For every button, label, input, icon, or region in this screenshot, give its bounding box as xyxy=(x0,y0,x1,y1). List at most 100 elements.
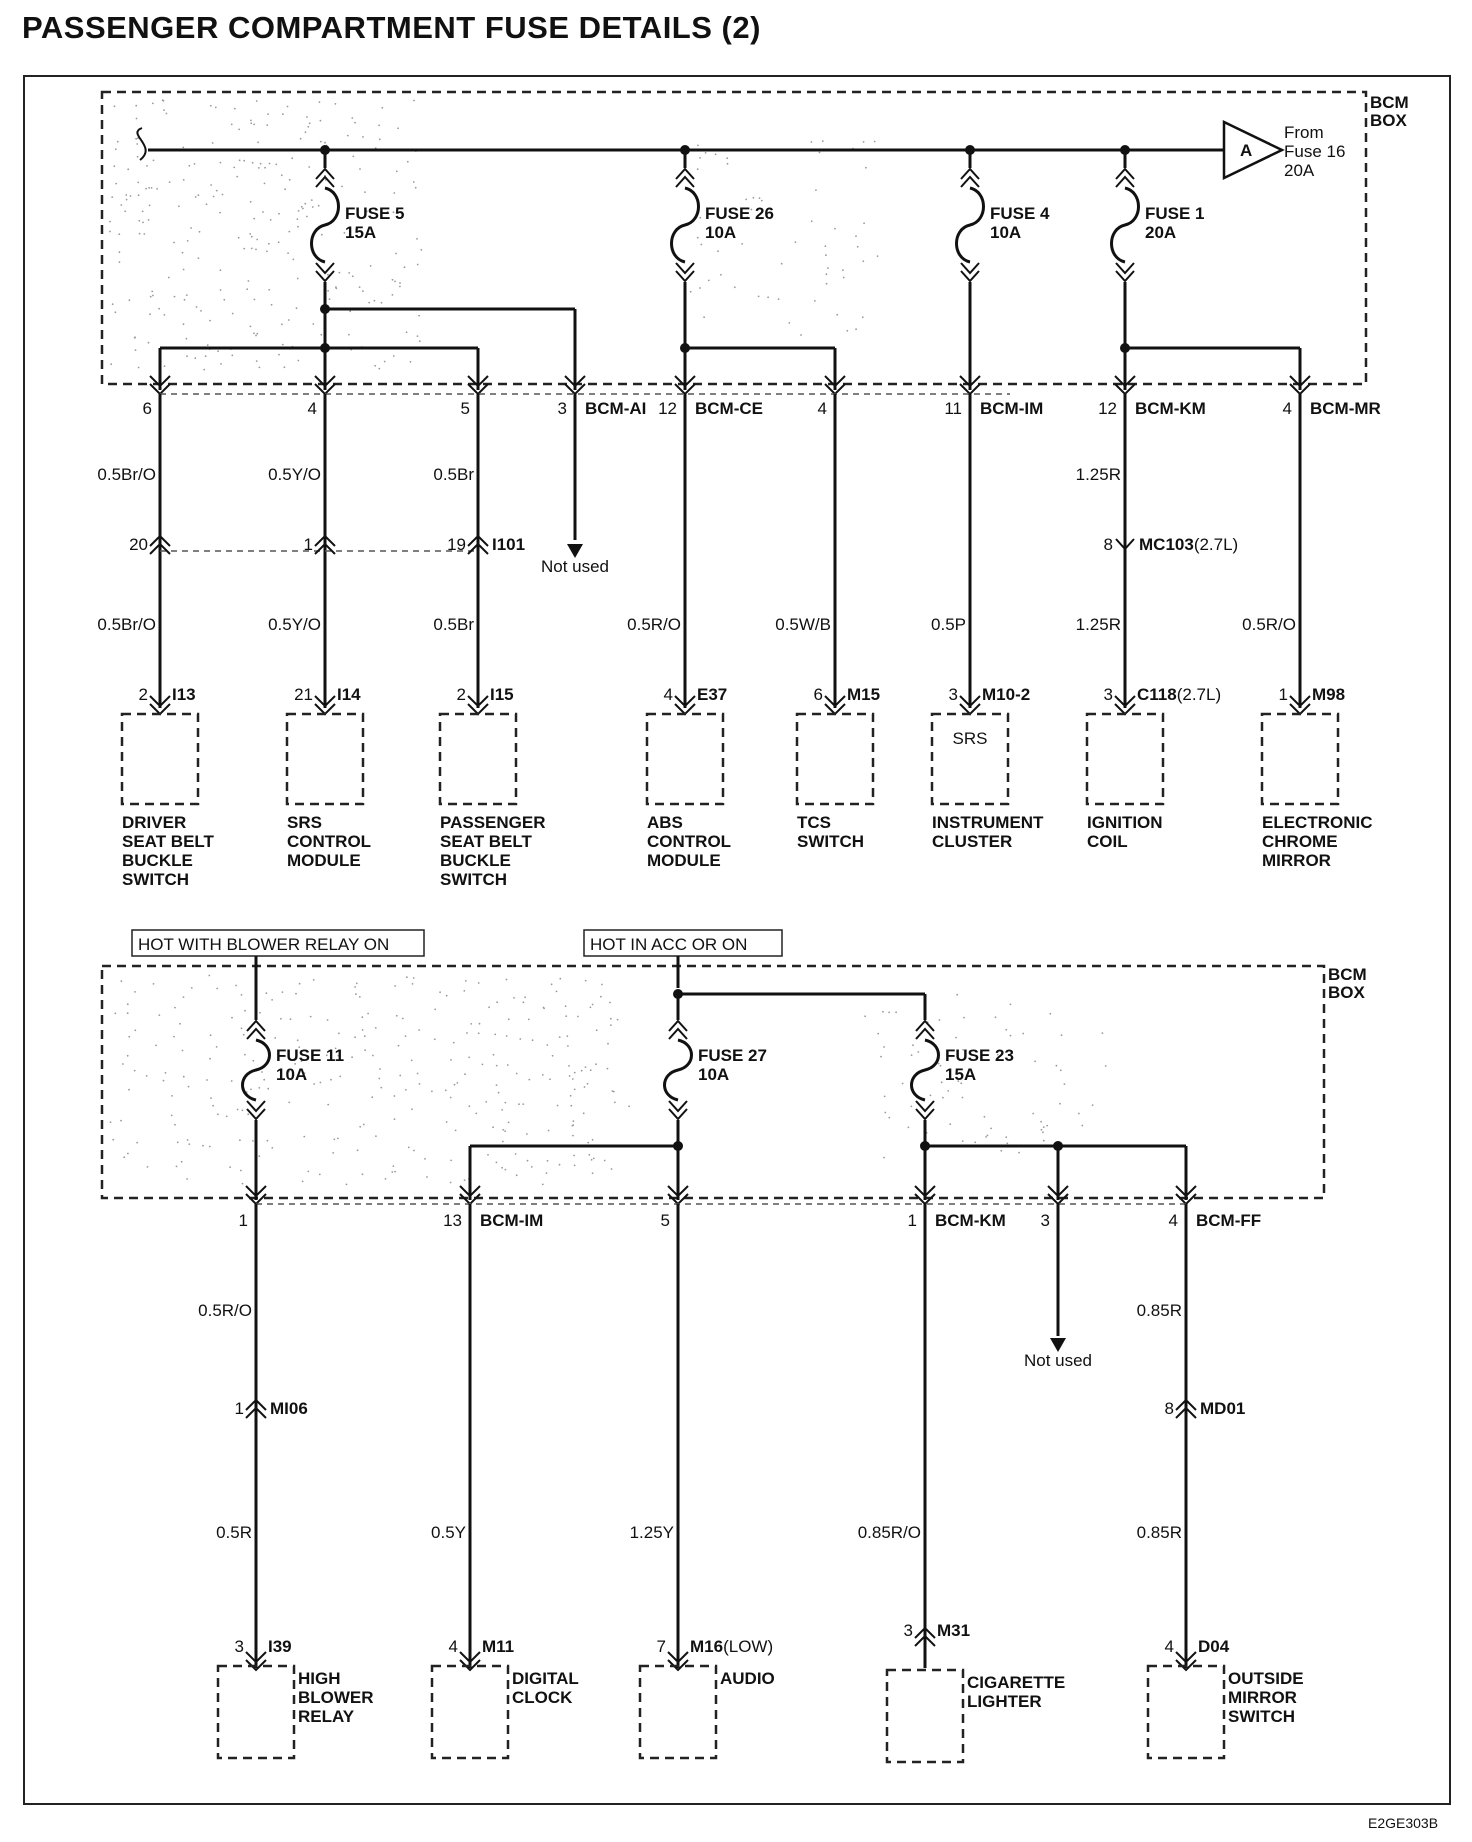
halftone-dot xyxy=(378,138,381,141)
wire-color-label: 1.25R xyxy=(1076,465,1121,484)
halftone-dot xyxy=(239,1139,241,1142)
component-name: BUCKLE xyxy=(122,851,193,870)
connector-chevron-icon xyxy=(668,1108,688,1121)
halftone-dot xyxy=(188,1143,191,1145)
halftone-dot xyxy=(148,204,151,207)
halftone-dot xyxy=(301,1180,304,1183)
halftone-dot xyxy=(240,1169,242,1172)
halftone-dot xyxy=(204,355,207,358)
halftone-dot xyxy=(115,182,118,185)
component-outline xyxy=(438,712,518,806)
halftone-dot xyxy=(219,211,222,214)
component-name: MODULE xyxy=(287,851,361,870)
halftone-dot xyxy=(800,334,802,336)
halftone-dot xyxy=(210,1097,212,1099)
halftone-dot xyxy=(373,299,376,302)
halftone-dot xyxy=(208,1145,211,1148)
halftone-dot xyxy=(399,285,401,288)
halftone-dot xyxy=(303,1135,306,1138)
halftone-dot xyxy=(464,1073,466,1076)
halftone-dot xyxy=(481,1063,484,1066)
pin-number: 4 xyxy=(308,399,317,418)
halftone-dot xyxy=(129,195,132,197)
component-connector-name: M11 xyxy=(482,1637,514,1656)
halftone-dot xyxy=(567,1045,569,1047)
halftone-dot xyxy=(611,1090,614,1092)
halftone-dot xyxy=(215,189,218,192)
inline-connector-icon xyxy=(314,534,336,555)
halftone-dot xyxy=(577,1015,579,1018)
halftone-dot xyxy=(134,349,137,351)
halftone-dot xyxy=(221,193,224,196)
halftone-dot xyxy=(565,1015,568,1018)
halftone-dot xyxy=(720,273,722,276)
halftone-dot xyxy=(942,1096,944,1099)
fuse-rating: 10A xyxy=(276,1065,307,1084)
inline-connector-name: MD01 xyxy=(1200,1399,1245,1418)
halftone-dot xyxy=(1055,1064,1058,1067)
halftone-dot xyxy=(313,1083,315,1085)
halftone-dot xyxy=(741,243,743,245)
halftone-dot xyxy=(861,316,864,319)
wire-color-label: 0.5Br xyxy=(433,465,474,484)
halftone-dot xyxy=(777,298,780,300)
halftone-dot xyxy=(564,1005,567,1008)
halftone-dot xyxy=(689,290,692,293)
halftone-dot xyxy=(587,1141,590,1144)
halftone-dot xyxy=(300,1060,303,1062)
halftone-dot xyxy=(407,1146,410,1149)
halftone-dot xyxy=(550,983,553,986)
halftone-dot xyxy=(364,191,366,194)
halftone-dot xyxy=(268,162,271,165)
halftone-dot xyxy=(397,127,399,130)
halftone-dot xyxy=(395,252,397,255)
wire-color-label: 0.5Br xyxy=(433,615,474,634)
halftone-dot xyxy=(381,106,384,109)
halftone-dot xyxy=(603,1159,606,1162)
halftone-dot xyxy=(405,331,408,334)
halftone-dot xyxy=(1034,1060,1036,1063)
halftone-dot xyxy=(836,313,839,316)
wire-color-label: 0.5Br/O xyxy=(97,465,156,484)
halftone-dot xyxy=(405,1089,407,1091)
component-outline xyxy=(930,712,1010,806)
wire-color-label: 0.85R xyxy=(1137,1523,1182,1542)
halftone-dot xyxy=(495,1084,498,1086)
halftone-dot xyxy=(141,210,144,213)
connector-chevron-icon xyxy=(246,1019,266,1032)
connector-note: (2.7L) xyxy=(1177,685,1221,704)
halftone-dot xyxy=(255,360,258,362)
halftone-dot xyxy=(206,1079,208,1081)
halftone-dot xyxy=(1046,1124,1049,1127)
halftone-dot xyxy=(758,197,761,200)
halftone-dot xyxy=(252,1140,254,1142)
bcm-box-outline xyxy=(100,90,1368,386)
halftone-dot xyxy=(249,325,252,328)
halftone-dot xyxy=(522,1001,525,1004)
halftone-dot xyxy=(258,1155,261,1158)
halftone-dot xyxy=(947,1090,950,1092)
halftone-dot xyxy=(343,232,346,234)
halftone-dot xyxy=(197,194,200,197)
halftone-dot xyxy=(939,1064,942,1067)
halftone-dot xyxy=(146,165,148,167)
inline-pin-number: 19 xyxy=(447,535,466,554)
halftone-dot xyxy=(186,240,189,242)
component-name: AUDIO xyxy=(720,1669,775,1688)
pin-number: 5 xyxy=(661,1211,670,1230)
halftone-dot xyxy=(699,216,702,219)
halftone-dot xyxy=(994,1016,997,1019)
halftone-dot xyxy=(240,994,243,996)
component-connector-name: C118(2.7L) xyxy=(1137,685,1221,704)
halftone-dot xyxy=(255,334,257,337)
halftone-dot xyxy=(288,1070,290,1073)
halftone-dot xyxy=(123,1156,126,1159)
halftone-dot xyxy=(288,178,291,181)
halftone-dot xyxy=(308,122,311,125)
pin-number: 4 xyxy=(1283,399,1292,418)
halftone-dot xyxy=(358,286,361,288)
halftone-dot xyxy=(700,243,703,246)
connector-chevron-icon xyxy=(915,1027,935,1040)
halftone-dot xyxy=(277,1050,280,1053)
